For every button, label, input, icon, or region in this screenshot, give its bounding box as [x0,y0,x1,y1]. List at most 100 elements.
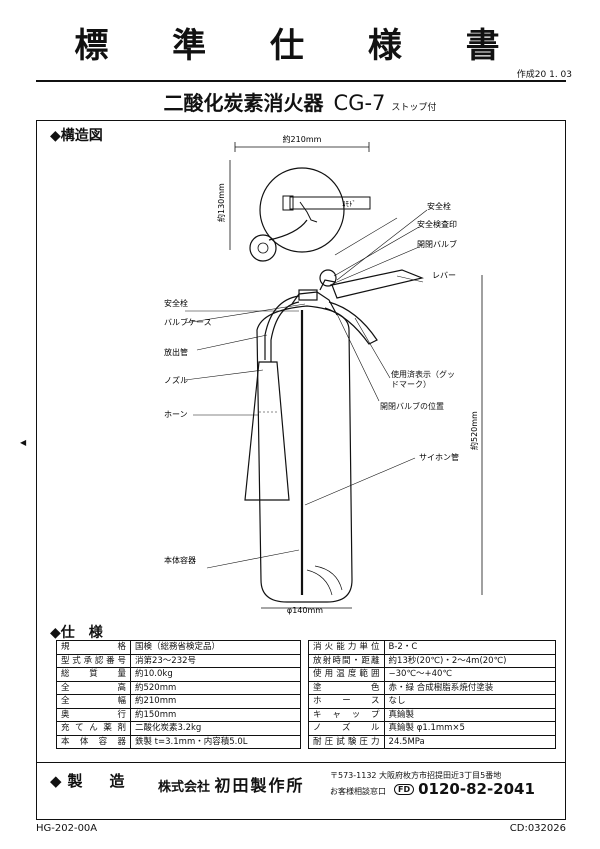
spec-key: 型式承認番号 [56,653,131,668]
label-horn: ホーン [164,410,188,419]
divider [37,762,565,763]
spec-key: 放射時間・距離 [308,653,385,668]
dim-head-height-text: 約130mm [216,183,226,222]
lever [324,269,424,345]
spec-value: B-2・C [383,640,557,655]
spec-row: 総質量約10.0kg 使用温度範囲−30℃〜+40℃ [56,667,557,682]
spec-value: −30℃〜+40℃ [383,667,557,682]
spec-value: 二酸化炭素3.2kg [129,721,302,736]
tel-digits: 0120-82-2041 [418,780,535,798]
label-lever: レバー [432,271,456,280]
maker-heading: ◆製 造 [50,772,131,790]
spec-key: 規格 [56,640,131,655]
label-valve-position: 開閉バルブの位置 [380,402,444,411]
spec-key: ノズル [308,721,385,736]
product-name: 二酸化炭素消火器 [163,91,324,115]
extinguisher-body [256,305,353,603]
label-siphon: 放出管 [164,347,188,357]
spec-row: 奥行約150mm キャップ真鍮製 [56,707,557,722]
doc-code: HG-202-00A [36,823,98,834]
spec-key: 使用温度範囲 [308,667,385,682]
top-view-knob [249,234,277,262]
spec-gap [301,641,309,655]
label-body-container: 本体容器 [164,555,196,565]
label-inspection-seal: 安全検査印 [417,219,457,229]
spec-value: 国検（総務省検定品） [129,640,302,655]
spec-gap [301,654,309,668]
label-safety-pin: 安全栓 [427,201,451,211]
spec-key: キャップ [308,707,385,722]
free-dial-icon: FD [394,784,415,795]
structure-drawing: 約210mm 約130mm ｺﾓﾄﾞ 約520mm [164,134,483,615]
spec-row: 全幅約210mm ホースなし [56,694,557,709]
spec-value: 約13秒(20℃)・2〜4m(20℃) [383,653,557,668]
spec-value: 24.5MPa [383,734,557,749]
created-date: 作成20 1. 03 [516,70,572,80]
spec-heading: ◆仕 様 [50,625,103,641]
nozzle-text: ｺﾓﾄﾞ [342,200,356,208]
spec-value: 赤・緑 合成樹脂系焼付塗装 [383,680,557,695]
label-usage-mark: 使用済表示（グッドマーク） [391,370,455,389]
valve-head [291,269,338,316]
spec-key: 充てん薬剤 [56,721,131,736]
spec-key: 塗色 [308,680,385,695]
label-valve-case: バルブケース [164,317,212,327]
spec-row: 全高約520mm 塗色赤・緑 合成樹脂系焼付塗装 [56,680,557,695]
document-title: 標 準 仕 様 書 [74,26,526,66]
top-view-lever [289,196,371,210]
label-valve: 開閉バルブ [417,239,457,249]
spec-row: 充てん薬剤二酸化炭素3.2kg ノズル真鍮製 φ1.1mm×5 [56,721,557,736]
dim-top-width-text: 約210mm [283,134,322,144]
ref-code: CD:032026 [509,823,566,834]
spec-key: 耐圧試験圧力 [308,734,385,749]
spec-key: 全高 [56,680,131,695]
structure-heading: ◆構造図 [50,128,103,144]
company-name: 株式会社 初田製作所 [158,772,305,796]
label-safety-pin-left: 安全栓 [164,298,188,308]
spec-key: 本体容器 [56,734,131,749]
horn [244,361,290,501]
spec-gap [301,735,309,749]
label-siphon-tube: サイホン管 [419,452,459,462]
spec-key: ホース [308,694,385,709]
spec-value: 消第23〜232号 [129,653,302,668]
spec-value: 真鍮製 [383,707,557,722]
spec-value: 約520mm [129,680,302,695]
dim-top-width [234,142,370,152]
fold-marker-icon: ◀ [20,438,27,447]
spec-gap [301,695,309,709]
spec-value: 鉄製 t=3.1mm・内容積5.0L [129,734,302,749]
spec-row: 型式承認番号消第23〜232号放射時間・距離約13秒(20℃)・2〜4m(20℃… [56,653,557,668]
spec-gap [301,668,309,682]
spec-frame [36,120,566,820]
spec-value: 約150mm [129,707,302,722]
label-nozzle: ノズル [164,375,188,385]
spec-gap [301,708,309,722]
spec-value: 約10.0kg [129,667,302,682]
tel-label: お客様相談窓口 [330,787,386,796]
spec-key: 全幅 [56,694,131,709]
top-view-circle [259,167,345,253]
dim-body-diameter-text: φ140mm [287,606,323,615]
divider [36,80,566,82]
company-address: 〒573-1132 大阪府枚方市招提田近3丁目5番地 [330,771,502,780]
spec-value: 約210mm [129,694,302,709]
company-prefix: 株式会社 [158,780,211,795]
spec-gap [301,722,309,736]
company-main: 初田製作所 [214,776,305,795]
spec-value: なし [383,694,557,709]
discharge-pipe [264,295,300,360]
dim-total-height-text: 約520mm [469,411,479,450]
spec-key: 消火能力単位 [308,640,385,655]
spec-key: 奥行 [56,707,131,722]
spec-key: 総質量 [56,667,131,682]
spec-value: 真鍮製 φ1.1mm×5 [383,721,557,736]
model-number: CG-7 [333,91,386,115]
model-note: ストップ付 [391,103,437,113]
spec-gap [301,681,309,695]
product-title: 二酸化炭素消火器 CG-7 ストップ付 [0,87,600,116]
